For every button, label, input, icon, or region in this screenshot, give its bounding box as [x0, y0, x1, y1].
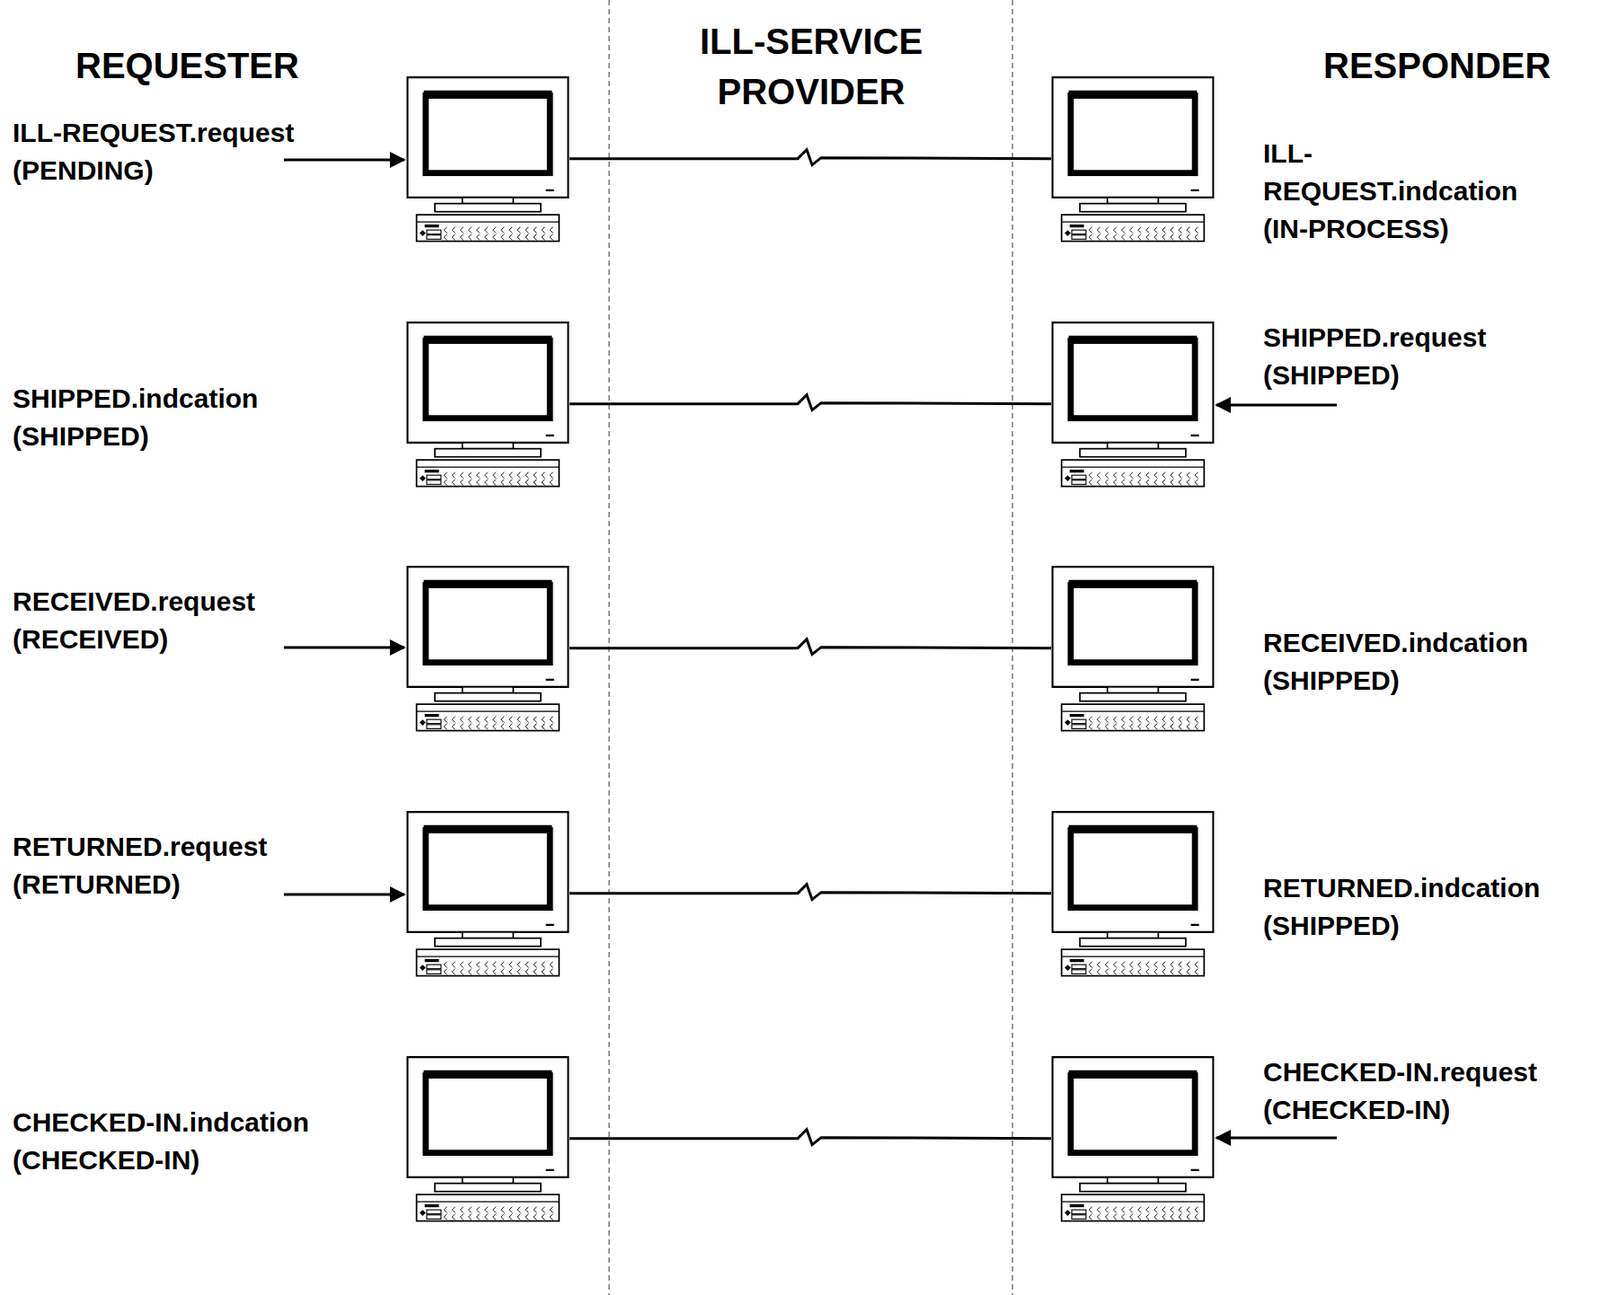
ill-terminal: ILL-REQUEST.indcation(IN-PROCESS): [1051, 76, 1533, 245]
column-heading: RESPONDER: [1323, 40, 1551, 91]
ill-terminal: RECEIVED.request(RECEIVED): [12, 565, 570, 734]
ill-terminal: ILL-REQUEST.request(PENDING): [12, 76, 570, 245]
primitive-label: RECEIVED.indcation(SHIPPED): [1263, 624, 1529, 700]
ill-terminal: SHIPPED.indcation(SHIPPED): [12, 321, 570, 490]
state-name: (RETURNED): [12, 866, 267, 904]
input-arrow: [283, 646, 405, 650]
computer-icon: [1051, 565, 1215, 734]
primitive-label: RETURNED.request(RETURNED): [12, 828, 267, 904]
computer-icon: [1051, 321, 1215, 490]
primitive-label: RETURNED.indcation(SHIPPED): [1263, 869, 1540, 946]
service-primitive: SHIPPED.indcation: [12, 380, 258, 418]
service-primitive: SHIPPED.request: [1263, 318, 1486, 357]
ill-terminal: RECEIVED.indcation(SHIPPED): [1051, 565, 1530, 734]
state-name: (SHIPPED): [1263, 356, 1486, 395]
primitive-label: SHIPPED.request(SHIPPED): [1263, 318, 1486, 395]
column-heading: ILL-SERVICE PROVIDER: [676, 16, 946, 117]
primitive-label: ILL-REQUEST.request(PENDING): [12, 114, 294, 190]
service-primitive: RECEIVED.request: [12, 583, 256, 621]
input-arrow: [1216, 404, 1337, 407]
state-name: (SHIPPED): [1263, 662, 1529, 700]
network-link: [569, 1130, 1052, 1146]
input-arrow: [283, 893, 405, 897]
state-name: (CHECKED-IN): [12, 1141, 310, 1180]
primitive-label: CHECKED-IN.indcation(CHECKED-IN): [12, 1104, 310, 1180]
service-primitive: ILL-REQUEST.request: [12, 114, 294, 152]
state-name: (CHECKED-IN): [1263, 1091, 1538, 1130]
network-link: [569, 395, 1052, 411]
service-primitive: CHECKED-IN.request: [1263, 1053, 1538, 1092]
computer-icon: [406, 565, 570, 734]
computer-icon: [406, 1056, 570, 1225]
computer-icon: [1051, 1056, 1215, 1225]
network-link: [569, 150, 1052, 166]
computer-icon: [406, 811, 570, 980]
ill-terminal: SHIPPED.request(SHIPPED): [1051, 321, 1487, 490]
network-link: [569, 639, 1052, 655]
service-primitive: ILL-REQUEST.indcation: [1263, 134, 1533, 211]
ill-terminal: CHECKED-IN.request(CHECKED-IN): [1051, 1056, 1539, 1225]
network-link: [569, 884, 1052, 901]
state-name: (SHIPPED): [12, 417, 258, 456]
service-primitive: RECEIVED.indcation: [1263, 624, 1529, 663]
state-name: (IN-PROCESS): [1263, 210, 1533, 248]
state-name: (SHIPPED): [1263, 907, 1540, 946]
computer-icon: [406, 76, 570, 245]
ill-terminal: RETURNED.request(RETURNED): [12, 811, 570, 980]
computer-icon: [406, 321, 570, 490]
ill-terminal: CHECKED-IN.indcation(CHECKED-IN): [12, 1056, 570, 1225]
service-primitive: RETURNED.request: [12, 828, 267, 867]
primitive-label: CHECKED-IN.request(CHECKED-IN): [1263, 1053, 1538, 1130]
computer-icon: [1051, 811, 1215, 980]
computer-icon: [1051, 76, 1215, 245]
state-name: (PENDING): [12, 151, 294, 190]
service-primitive: CHECKED-IN.indcation: [12, 1104, 310, 1142]
input-arrow: [283, 159, 405, 162]
primitive-label: ILL-REQUEST.indcation(IN-PROCESS): [1263, 134, 1533, 248]
primitive-label: RECEIVED.request(RECEIVED): [12, 583, 256, 659]
ill-terminal: RETURNED.indcation(SHIPPED): [1051, 811, 1541, 980]
primitive-label: SHIPPED.indcation(SHIPPED): [12, 380, 258, 456]
state-name: (RECEIVED): [12, 620, 256, 659]
column-heading: REQUESTER: [75, 40, 300, 91]
input-arrow: [1216, 1137, 1337, 1141]
service-primitive: RETURNED.indcation: [1263, 869, 1540, 908]
